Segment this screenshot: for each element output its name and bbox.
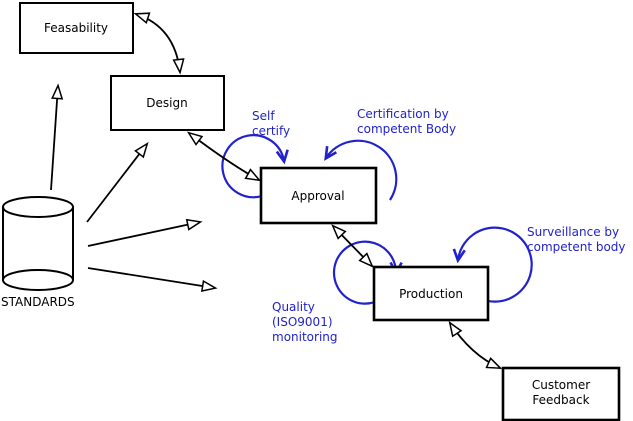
standards-cylinder	[2, 196, 74, 291]
arrow-standards-design	[86, 141, 149, 223]
arrow-production-customer-feedback	[448, 320, 503, 370]
feasability-box	[19, 2, 134, 54]
arrow-feasability-design	[133, 12, 185, 75]
production-label: Production	[399, 287, 463, 301]
approval-label: Approval	[291, 189, 344, 203]
surveillance-label-line1: Surveillance by	[527, 225, 619, 239]
customer-feedback-box	[501, 366, 621, 421]
certification-label-line1: Certification by	[357, 107, 449, 121]
arrow-standards-approval	[87, 218, 203, 247]
self-certify-label-line1: Self	[252, 109, 275, 123]
surveillance-label-line2: competent body	[527, 240, 626, 254]
quality-label-line2: (ISO9001)	[272, 315, 333, 329]
customer-feedback-label-line2: Feedback	[532, 393, 589, 407]
feasability-label: Feasability	[44, 21, 108, 35]
arrow-design-approval	[186, 131, 262, 182]
certification-loop-arrow	[324, 139, 398, 201]
arrow-approval-production	[331, 224, 374, 268]
standards-cylinder-body	[4, 207, 72, 280]
arrow-standards-production	[87, 267, 218, 292]
design-label: Design	[146, 96, 187, 110]
design-box	[110, 75, 225, 131]
standards-cylinder-bottom	[2, 269, 74, 291]
standards-label: STANDARDS	[1, 295, 75, 309]
standards-cylinder-top	[2, 196, 74, 218]
quality-label-line3: monitoring	[272, 330, 338, 344]
quality-label-line1: Quality	[272, 300, 315, 314]
self-certify-label-line2: certify	[252, 124, 290, 138]
surveillance-loop-arrow	[452, 226, 533, 303]
certification-label-line2: competent Body	[357, 122, 456, 136]
customer-feedback-label-line1: Customer	[532, 378, 590, 392]
arrow-standards-feasability	[50, 83, 64, 191]
approval-box	[259, 166, 378, 225]
production-box	[372, 265, 490, 322]
